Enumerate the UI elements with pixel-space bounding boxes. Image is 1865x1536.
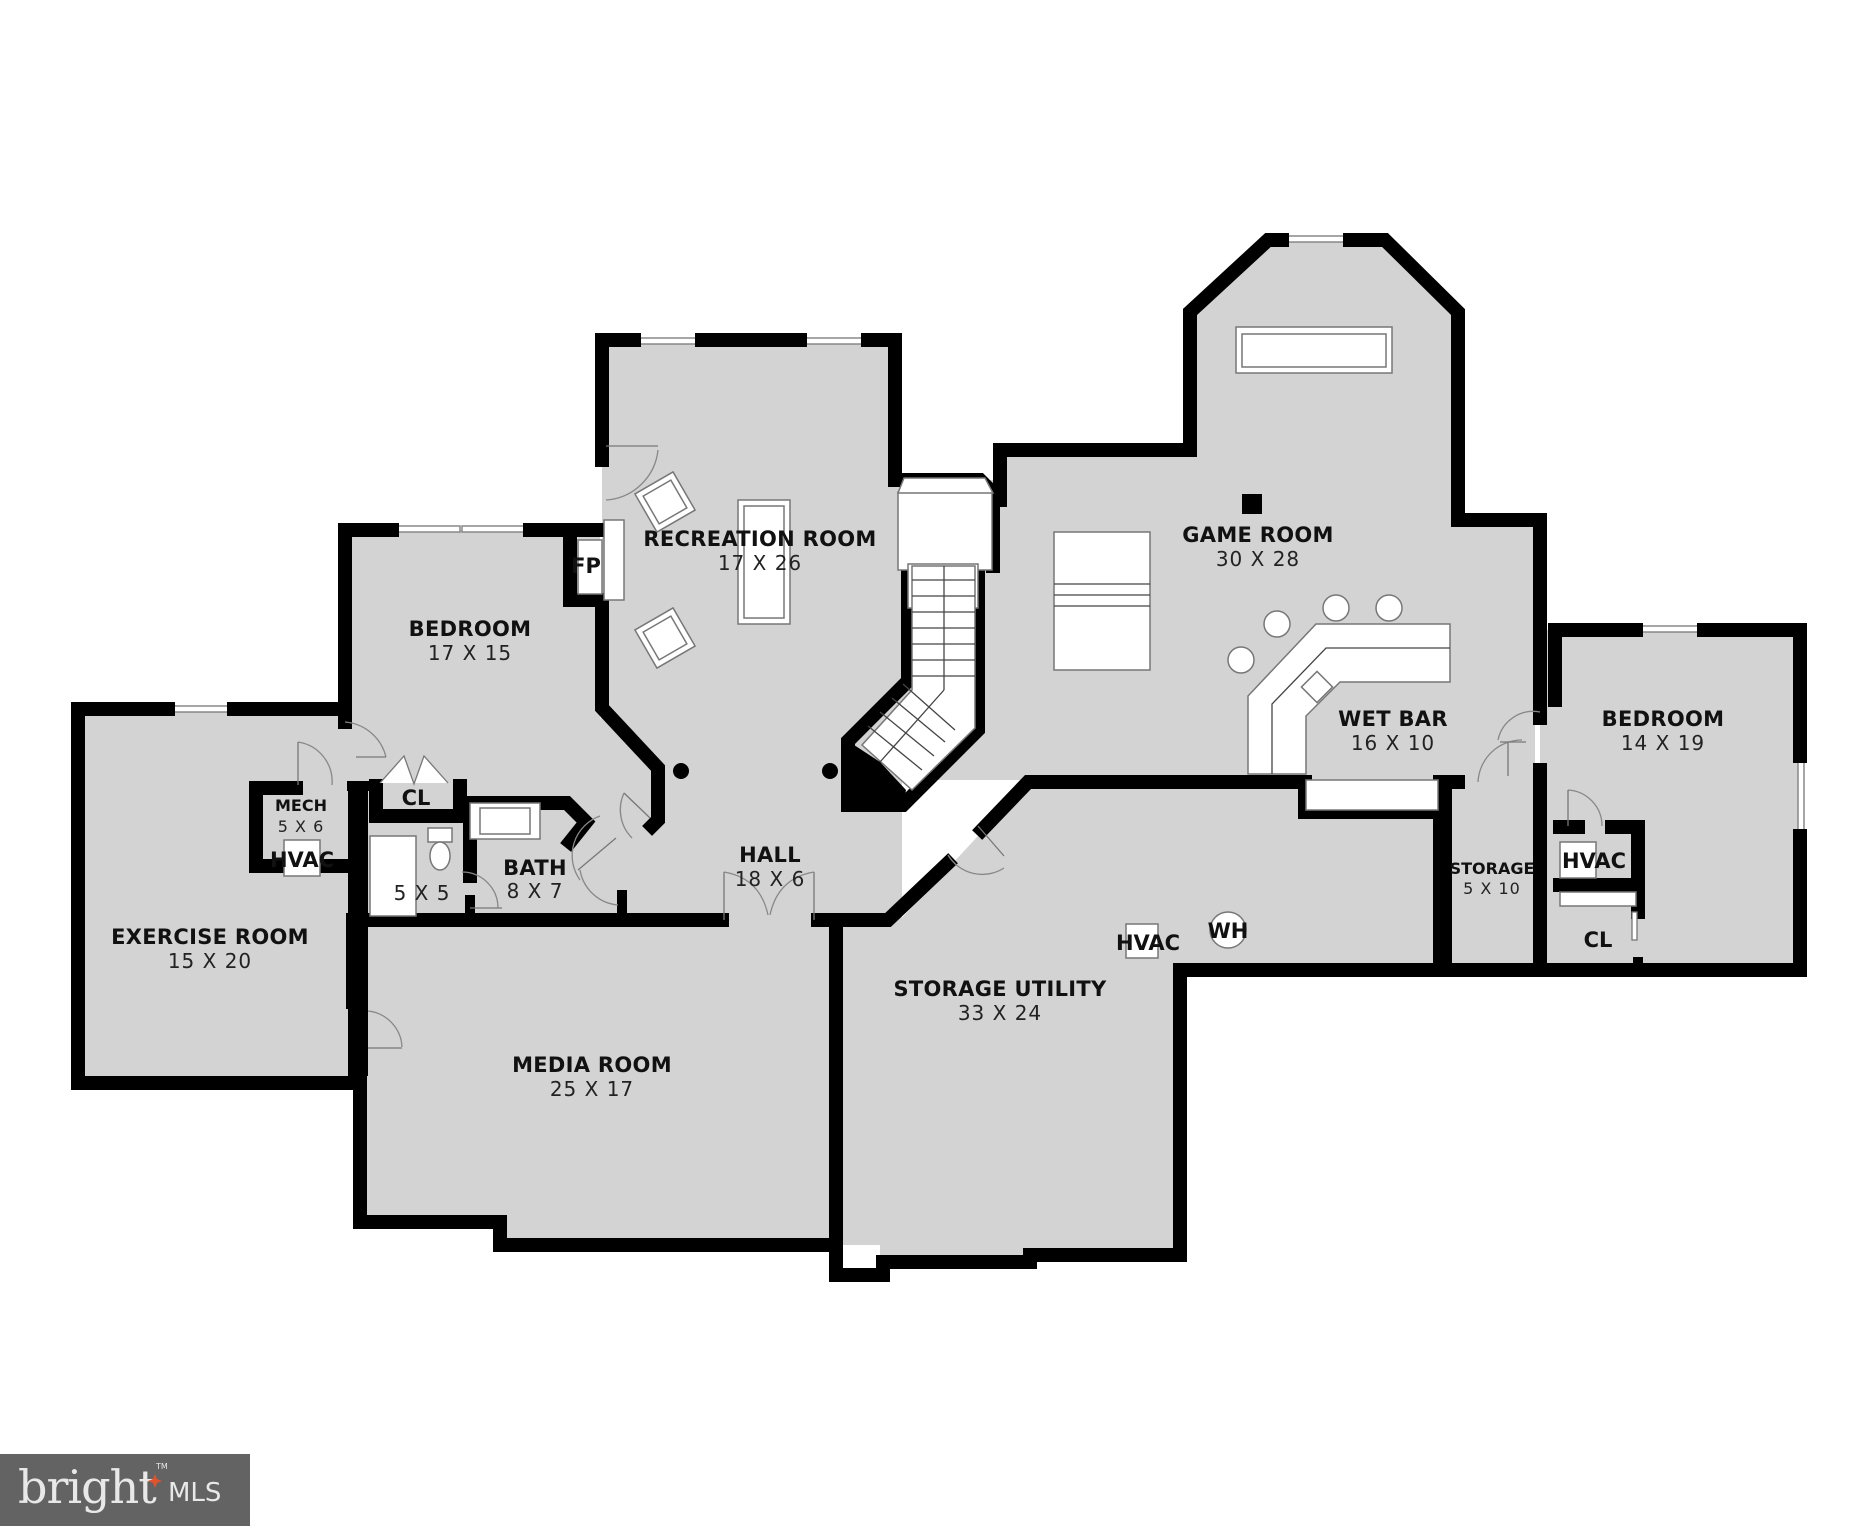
water-heater-label: WH <box>1208 919 1249 943</box>
room-name-wet-bar: WET BAR <box>1338 707 1448 731</box>
pool-table <box>1053 531 1151 671</box>
hvac-label-right: HVAC <box>1562 849 1626 873</box>
bright-mls-logo: bright TM MLS <box>0 1454 250 1526</box>
fireplace-label: FP <box>571 554 601 578</box>
room-dims-game: 30 X 28 <box>1216 547 1300 571</box>
room-dims-storage-utility: 33 X 24 <box>958 1001 1042 1025</box>
room-name-closet-right: CL <box>1584 928 1613 952</box>
furniture <box>283 326 1637 959</box>
column <box>822 763 838 779</box>
staircase <box>848 477 995 805</box>
room-dims-media: 25 X 17 <box>550 1077 634 1101</box>
bar-counter <box>1247 623 1451 775</box>
room-dims-wet-bar: 16 X 10 <box>1351 731 1435 755</box>
water-heater <box>1209 911 1247 949</box>
room-name-closet-left: CL <box>402 786 431 810</box>
bathtub <box>369 835 417 917</box>
logo-brand-text: bright <box>18 1460 157 1514</box>
room-dims-exercise: 15 X 20 <box>168 949 252 973</box>
room-dims-recreation: 17 X 26 <box>718 551 802 575</box>
room-dims-mech: 5 X 6 <box>278 817 325 836</box>
room-name-hall: HALL <box>739 843 801 867</box>
wall-column <box>348 786 368 1076</box>
room-labels: RECREATION ROOM 17 X 26 GAME ROOM 30 X 2… <box>111 523 1724 1101</box>
logo-mls-text: MLS <box>168 1478 222 1508</box>
room-dims-storage: 5 X 10 <box>1463 879 1521 898</box>
hvac-label-utility: HVAC <box>1116 931 1180 955</box>
room-name-bath: BATH <box>503 856 567 880</box>
room-dims-bath: 8 X 7 <box>507 879 564 903</box>
room-dims-bedroom-right: 14 X 19 <box>1621 731 1705 755</box>
hvac-label-mech: HVAC <box>270 848 334 872</box>
room-dims-bedroom-left: 17 X 15 <box>428 641 512 665</box>
star-icon <box>148 1474 162 1488</box>
room-name-media: MEDIA ROOM <box>512 1053 672 1077</box>
room-name-recreation: RECREATION ROOM <box>643 527 876 551</box>
column <box>673 763 689 779</box>
doors <box>297 445 1638 1049</box>
room-name-storage-utility: STORAGE UTILITY <box>893 977 1107 1001</box>
room-name-bedroom-right: BEDROOM <box>1602 707 1725 731</box>
room-name-game: GAME ROOM <box>1182 523 1334 547</box>
room-name-exercise: EXERCISE ROOM <box>111 925 309 949</box>
room-dims-bath-small: 5 X 5 <box>394 881 451 905</box>
room-name-mech: MECH <box>275 796 327 815</box>
room-name-storage: STORAGE <box>1450 859 1535 878</box>
logo-trademark: TM <box>156 1462 168 1471</box>
toilet <box>427 827 453 843</box>
room-dims-hall: 18 X 6 <box>735 867 806 891</box>
room-name-bedroom-left: BEDROOM <box>409 617 532 641</box>
